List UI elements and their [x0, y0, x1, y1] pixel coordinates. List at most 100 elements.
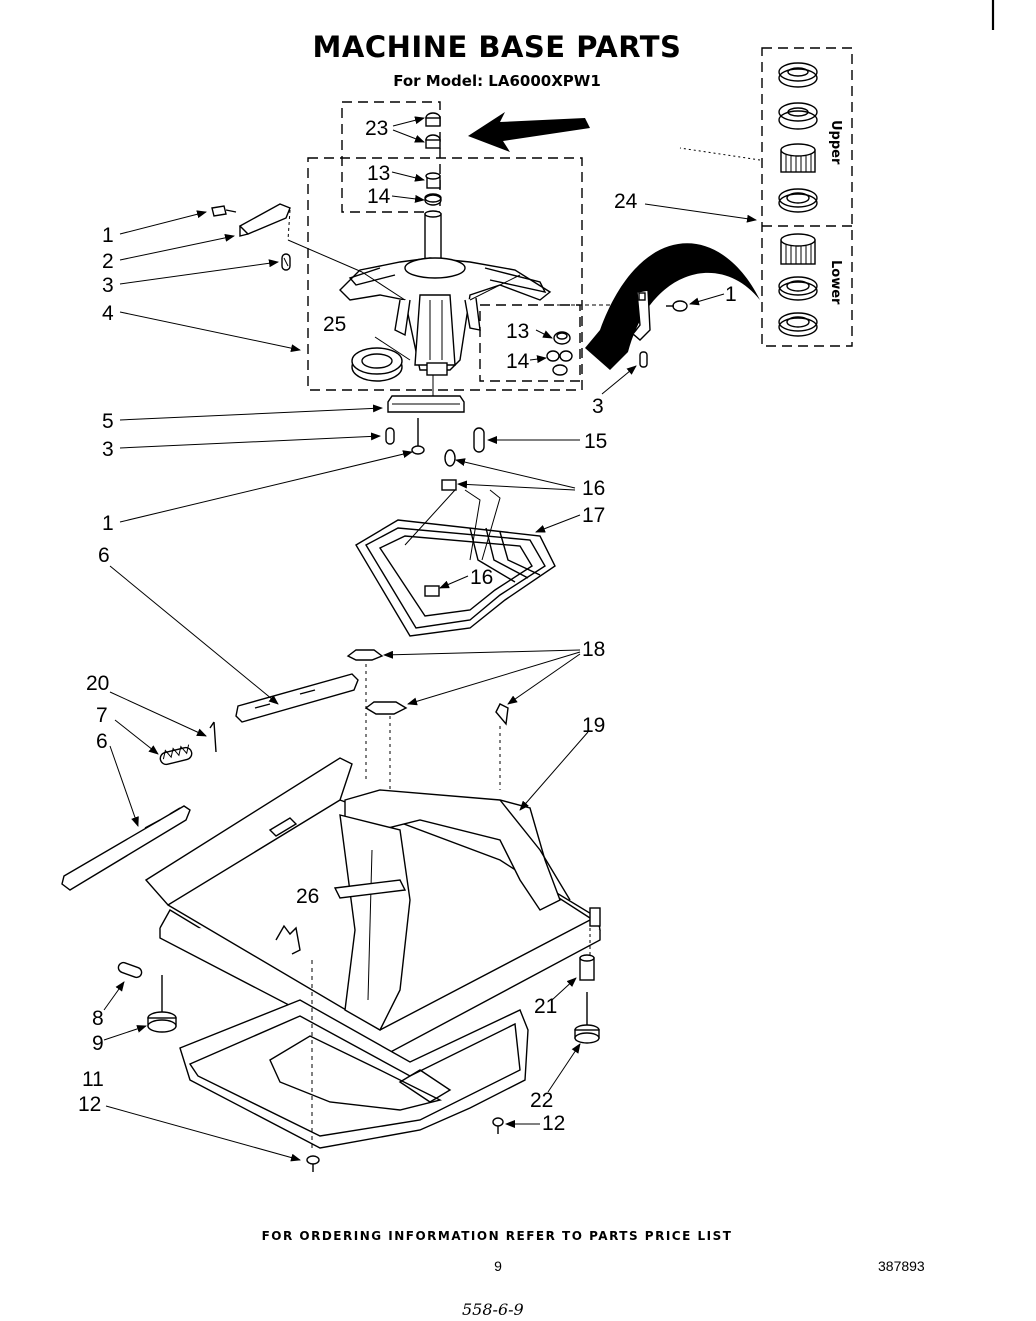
transmission-dashed-box — [307, 157, 583, 391]
page-title: MACHINE BASE PARTS — [313, 30, 682, 64]
leveling-leg-22 — [574, 992, 600, 1044]
bushing-23-top — [425, 112, 441, 127]
lower-roller-bearing — [780, 233, 816, 265]
frame-17 — [355, 519, 556, 637]
upper-roller-bearing — [780, 143, 816, 173]
clip-26 — [275, 924, 301, 955]
bolt-1-left — [211, 205, 237, 217]
bracket-2-right — [632, 289, 651, 341]
callout-3-right: 3 — [592, 395, 604, 418]
hook-20 — [209, 721, 217, 753]
callout-14-top: 14 — [367, 185, 391, 208]
upper-seal-ring — [778, 102, 818, 130]
callout-7: 7 — [96, 704, 108, 727]
straight-arrow — [468, 112, 590, 152]
callout-13-top: 13 — [367, 162, 390, 185]
callout-3-mid: 3 — [102, 438, 114, 461]
leveling-leg-9 — [147, 975, 177, 1033]
callout-16-top: 16 — [582, 477, 605, 500]
callout-6-lower: 6 — [96, 730, 108, 753]
curved-arrow — [585, 243, 760, 370]
bearing-lower-label: Lower — [828, 260, 843, 305]
callout-24: 24 — [614, 190, 638, 213]
transmission-assembly — [339, 210, 552, 376]
clip-3-left — [281, 253, 291, 271]
spring-7 — [159, 744, 193, 766]
brace-5 — [387, 395, 465, 413]
callout-numbers: 23 13 14 24 1 2 3 4 25 2 1 13 14 3 5 3 1… — [78, 117, 737, 1135]
callout-9: 9 — [92, 1032, 104, 1055]
callout-11: 11 — [82, 1068, 104, 1091]
bar-6-upper — [235, 673, 359, 723]
inner-parts-13-box — [479, 304, 581, 382]
callout-25: 25 — [323, 313, 346, 336]
bushing-13 — [425, 172, 441, 189]
leader-lines — [103, 116, 757, 1162]
upper-seal-ring-top — [778, 62, 818, 88]
seal-ring-25 — [351, 347, 403, 382]
callout-3-left-top: 3 — [102, 274, 114, 297]
leg-nut-21 — [579, 954, 595, 981]
callout-1-right: 1 — [725, 283, 737, 306]
callout-6-top: 6 — [98, 544, 110, 567]
callout-8: 8 — [92, 1007, 104, 1030]
washer-14 — [424, 193, 442, 206]
callout-13-right: 13 — [506, 320, 529, 343]
callout-16-mid: 16 — [470, 566, 493, 589]
callout-17: 17 — [582, 504, 605, 527]
ordering-note: FOR ORDERING INFORMATION REFER TO PARTS … — [262, 1229, 733, 1243]
base-frame-19 — [144, 757, 601, 1056]
bumper-16-mid — [441, 479, 457, 491]
callout-4: 4 — [102, 302, 114, 325]
base-pan — [179, 999, 529, 1149]
pad-18-mid — [364, 701, 408, 715]
callout-12-right: 12 — [542, 1112, 565, 1135]
callout-20: 20 — [86, 672, 109, 695]
leader-bracket-dash — [287, 209, 291, 241]
callout-19: 19 — [582, 714, 605, 737]
pad-18-right — [495, 703, 509, 726]
screw-12-left — [306, 1155, 320, 1172]
callout-2-left: 2 — [102, 250, 114, 273]
handwritten-note: 558-6-9 — [462, 1300, 524, 1319]
bumper-16-top — [444, 449, 456, 467]
clip-3-right — [639, 351, 648, 368]
model-line: For Model: LA6000XPW1 — [393, 72, 601, 90]
leader-bracket-transmission — [287, 239, 363, 273]
bushing-13-right — [553, 331, 571, 345]
callout-21: 21 — [534, 995, 557, 1018]
page-number: 9 — [494, 1258, 502, 1274]
bracket-2-left — [238, 203, 291, 237]
screw-12-right — [492, 1117, 504, 1134]
callout-18: 18 — [582, 638, 605, 661]
callout-1-left-top: 1 — [102, 224, 114, 247]
callout-15: 15 — [584, 430, 607, 453]
callout-23: 23 — [365, 117, 388, 140]
lower-seal-ring — [778, 312, 818, 337]
lower-race — [778, 276, 818, 301]
bearing-kit-box: Upper Lower — [761, 47, 853, 347]
pad-18-top — [346, 649, 384, 661]
inner-parts-23-box — [341, 101, 441, 213]
bolt-1-mid — [411, 418, 425, 455]
pin-15 — [473, 427, 485, 453]
clip-3-mid — [385, 427, 395, 445]
bushing-23-bottom — [425, 134, 441, 149]
washer-14-right — [546, 350, 573, 376]
leader-kit-upper — [679, 147, 761, 161]
leader-25-ring — [374, 336, 411, 361]
plug-8 — [117, 961, 143, 979]
callout-12-left: 12 — [78, 1093, 101, 1116]
callout-14-right: 14 — [506, 350, 530, 373]
leader-16-frame — [404, 489, 501, 561]
doc-number: 387893 — [878, 1258, 925, 1274]
bolt-1-right — [666, 300, 688, 312]
callout-26: 26 — [296, 885, 319, 908]
callout-1-mid: 1 — [102, 512, 114, 535]
bar-6-lower — [61, 805, 191, 891]
callout-2-right: 2 — [682, 255, 694, 278]
upper-race — [778, 188, 818, 213]
callout-22: 22 — [530, 1089, 553, 1112]
bearing-upper-label: Upper — [828, 120, 843, 165]
